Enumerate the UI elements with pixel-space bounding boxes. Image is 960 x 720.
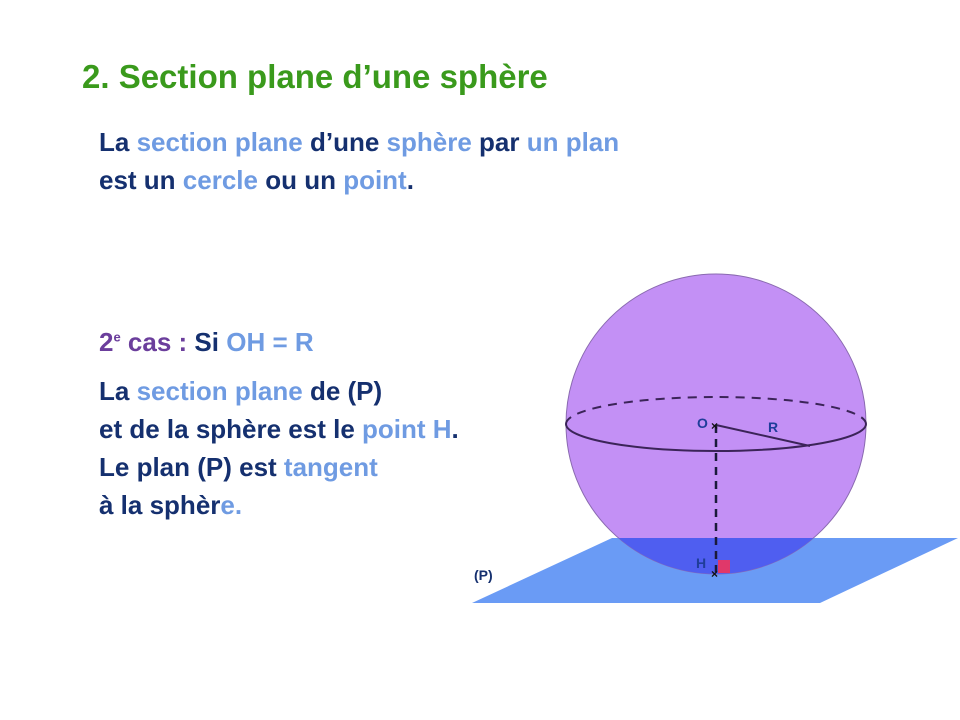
equator-front [565, 423, 867, 452]
text-segment: OH = R [226, 327, 314, 357]
equator-back-dashed [565, 396, 867, 425]
label-o: O [697, 415, 708, 431]
right-angle-mark [718, 560, 730, 573]
radius-segment [715, 424, 811, 447]
text-segment: tangent [283, 452, 378, 482]
body-line-2: et de la sphère est le point H. [99, 414, 459, 445]
text-segment: point H [362, 414, 452, 444]
text-segment: point [343, 165, 407, 195]
text-segment: et de la sphère est le [99, 414, 363, 444]
text-segment: Le plan (P) est [99, 452, 284, 482]
text-segment: . [451, 414, 459, 444]
text-segment: section plane [136, 127, 303, 157]
body-line-4: à la sphère. [99, 490, 242, 521]
intro-line-2: est un cercle ou un point. [99, 165, 414, 196]
text-segment: à la sphèr [99, 490, 221, 520]
label-p: (P) [474, 567, 493, 583]
text-segment: d’une [302, 127, 387, 157]
body-line-3: Le plan (P) est tangent [99, 452, 378, 483]
text-segment: cercle [182, 165, 258, 195]
text-segment: section plane [136, 376, 303, 406]
label-r: R [768, 419, 778, 435]
case-heading: 2e cas : Si OH = R [99, 327, 314, 358]
label-h: H [696, 555, 706, 571]
slide-title: 2. Section plane d’une sphère [82, 58, 548, 95]
body-line-1: La section plane de (P) [99, 376, 382, 407]
text-segment: sphère [386, 127, 472, 157]
text-segment: cas : [120, 327, 195, 357]
text-segment: ou un [257, 165, 344, 195]
text-segment: est un [99, 165, 183, 195]
text-segment: par [471, 127, 527, 157]
cross-o-icon: × [711, 419, 718, 433]
text-segment: e [113, 329, 121, 345]
text-segment: e. [220, 490, 243, 520]
intro-line-1: La section plane d’une sphère par un pla… [99, 127, 619, 158]
text-segment: de (P) [302, 376, 383, 406]
text-segment: Si [194, 327, 227, 357]
text-segment: un plan [526, 127, 620, 157]
text-segment: 2 [99, 327, 114, 357]
text-segment: . [406, 165, 414, 195]
text-segment: La [99, 127, 137, 157]
text-segment: La [99, 376, 137, 406]
cross-h-icon: × [711, 567, 718, 581]
